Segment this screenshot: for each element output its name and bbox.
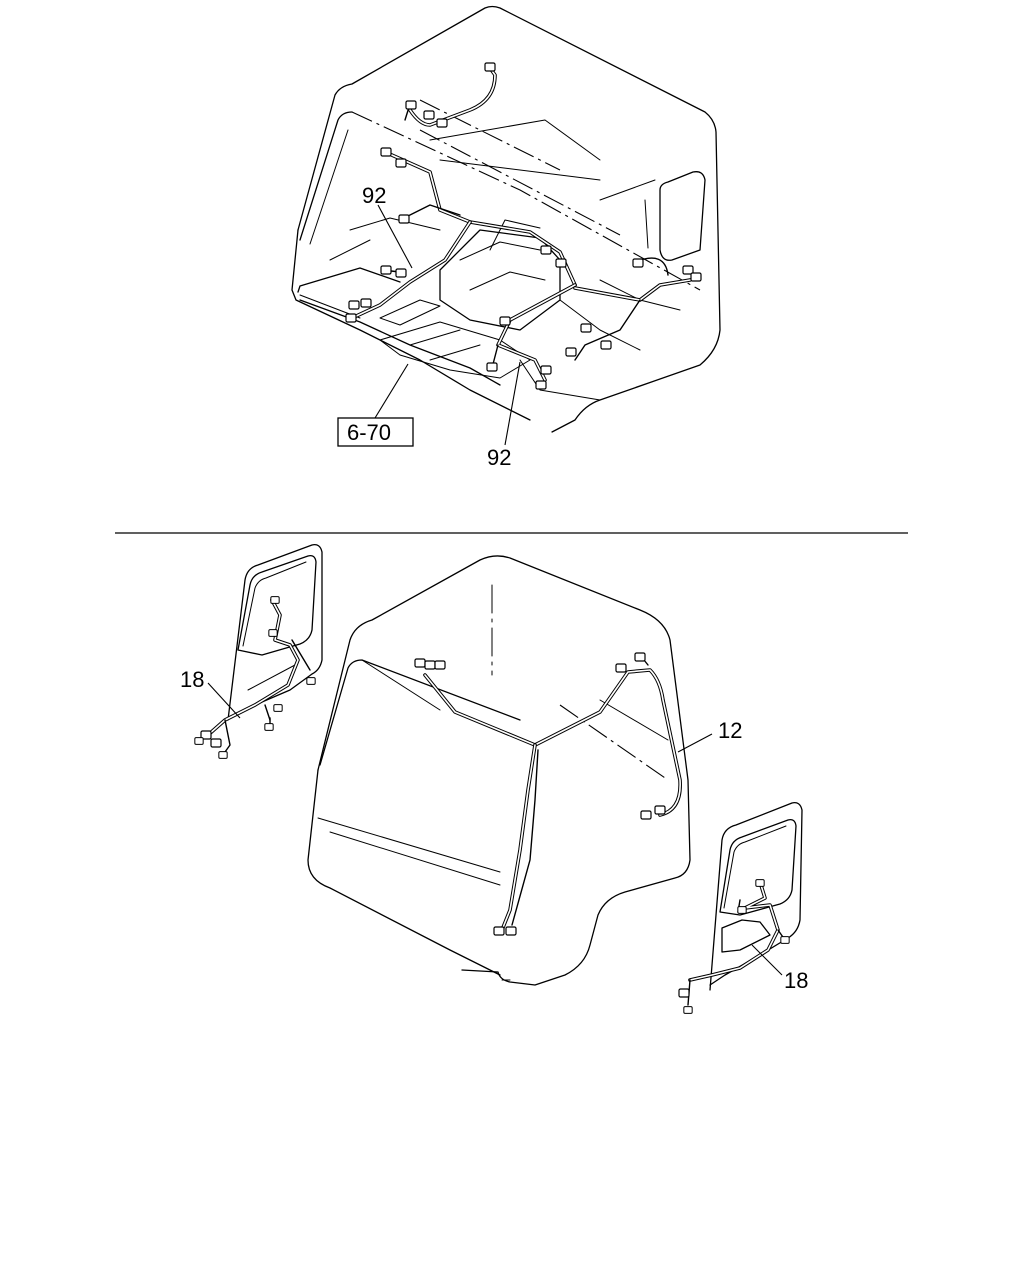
right-door bbox=[678, 802, 803, 1014]
callout-92-bottom: 92 bbox=[487, 445, 511, 470]
leader-18-left bbox=[207, 682, 241, 719]
leader-ref-box bbox=[374, 363, 409, 419]
top-cab-interior bbox=[291, 5, 721, 433]
bottom-cab-rear bbox=[307, 555, 691, 986]
top-wiring-harness bbox=[345, 62, 702, 390]
callout-12: 12 bbox=[718, 718, 742, 743]
callout-18-right: 18 bbox=[784, 968, 808, 993]
leader-92-top bbox=[377, 204, 413, 269]
reference-box-label: 6-70 bbox=[347, 420, 391, 445]
left-door bbox=[194, 544, 323, 759]
callout-18-left: 18 bbox=[180, 667, 204, 692]
rear-wiring-harness bbox=[414, 652, 682, 936]
callout-92-top: 92 bbox=[362, 183, 386, 208]
leader-92-bottom bbox=[504, 361, 521, 446]
reference-box bbox=[337, 417, 414, 447]
leader-12 bbox=[677, 733, 713, 753]
leader-18-right bbox=[751, 944, 783, 976]
